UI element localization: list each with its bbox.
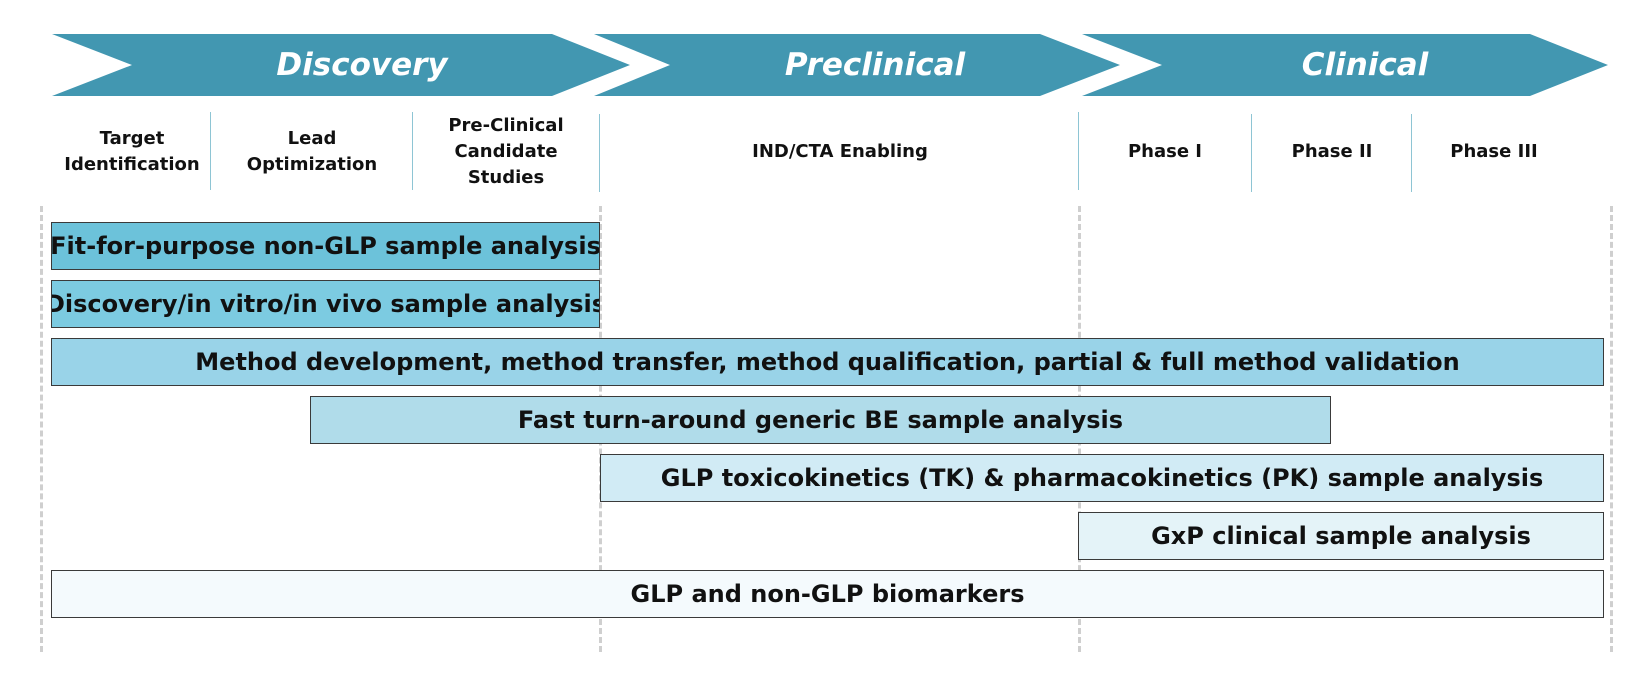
stage-separator [210,112,211,190]
service-bar-discovery-in-vitro-in-vivo: Discovery/in vitro/in vivo sample analys… [51,280,600,328]
guide-line [1610,206,1613,652]
stage-separator [1411,114,1412,192]
stage-pre-clinical-candidate-studies: Pre-Clinical Candidate Studies [448,115,564,188]
phase-title-clinical: Clinical [1301,47,1429,83]
chevron-preclinical [594,34,1120,96]
phase-chevrons [52,34,1608,96]
stage-ind-cta-enabling: IND/CTA Enabling [752,141,928,162]
service-label: Method development, method transfer, met… [195,348,1460,376]
service-label: GxP clinical sample analysis [1151,522,1531,550]
service-bar-generic-be: Fast turn-around generic BE sample analy… [310,396,1331,444]
stage-separator [1078,112,1079,190]
stage-target-identification: Target Identification [64,128,200,175]
stage-separator [1251,114,1252,192]
stage-separator [412,112,413,190]
phase-title-preclinical: Preclinical [784,47,966,83]
service-bar-fit-for-purpose: Fit-for-purpose non-GLP sample analysis [51,222,600,270]
stage-lead-optimization: Lead Optimization [246,128,378,175]
stage-phase-ii: Phase II [1291,141,1373,162]
stage-separator [599,114,600,192]
chevron-clinical [1082,34,1608,96]
service-label: GLP and non-GLP biomarkers [630,580,1025,608]
service-bar-gxp-clinical: GxP clinical sample analysis [1078,512,1604,560]
chevron-discovery [52,34,630,96]
service-label: Fast turn-around generic BE sample analy… [517,406,1124,434]
service-bar-biomarkers: GLP and non-GLP biomarkers [51,570,1604,618]
service-label: GLP toxicokinetics (TK) & pharmacokineti… [660,464,1544,492]
service-label: Fit-for-purpose non-GLP sample analysis [51,232,600,260]
guide-line [40,206,43,652]
stage-phase-i: Phase I [1127,141,1203,162]
stage-phase-iii: Phase III [1450,141,1538,162]
service-bar-glp-tk-pk: GLP toxicokinetics (TK) & pharmacokineti… [600,454,1604,502]
service-label: Discovery/in vitro/in vivo sample analys… [51,290,600,318]
phase-title-discovery: Discovery [276,47,448,83]
service-bar-method-development: Method development, method transfer, met… [51,338,1604,386]
